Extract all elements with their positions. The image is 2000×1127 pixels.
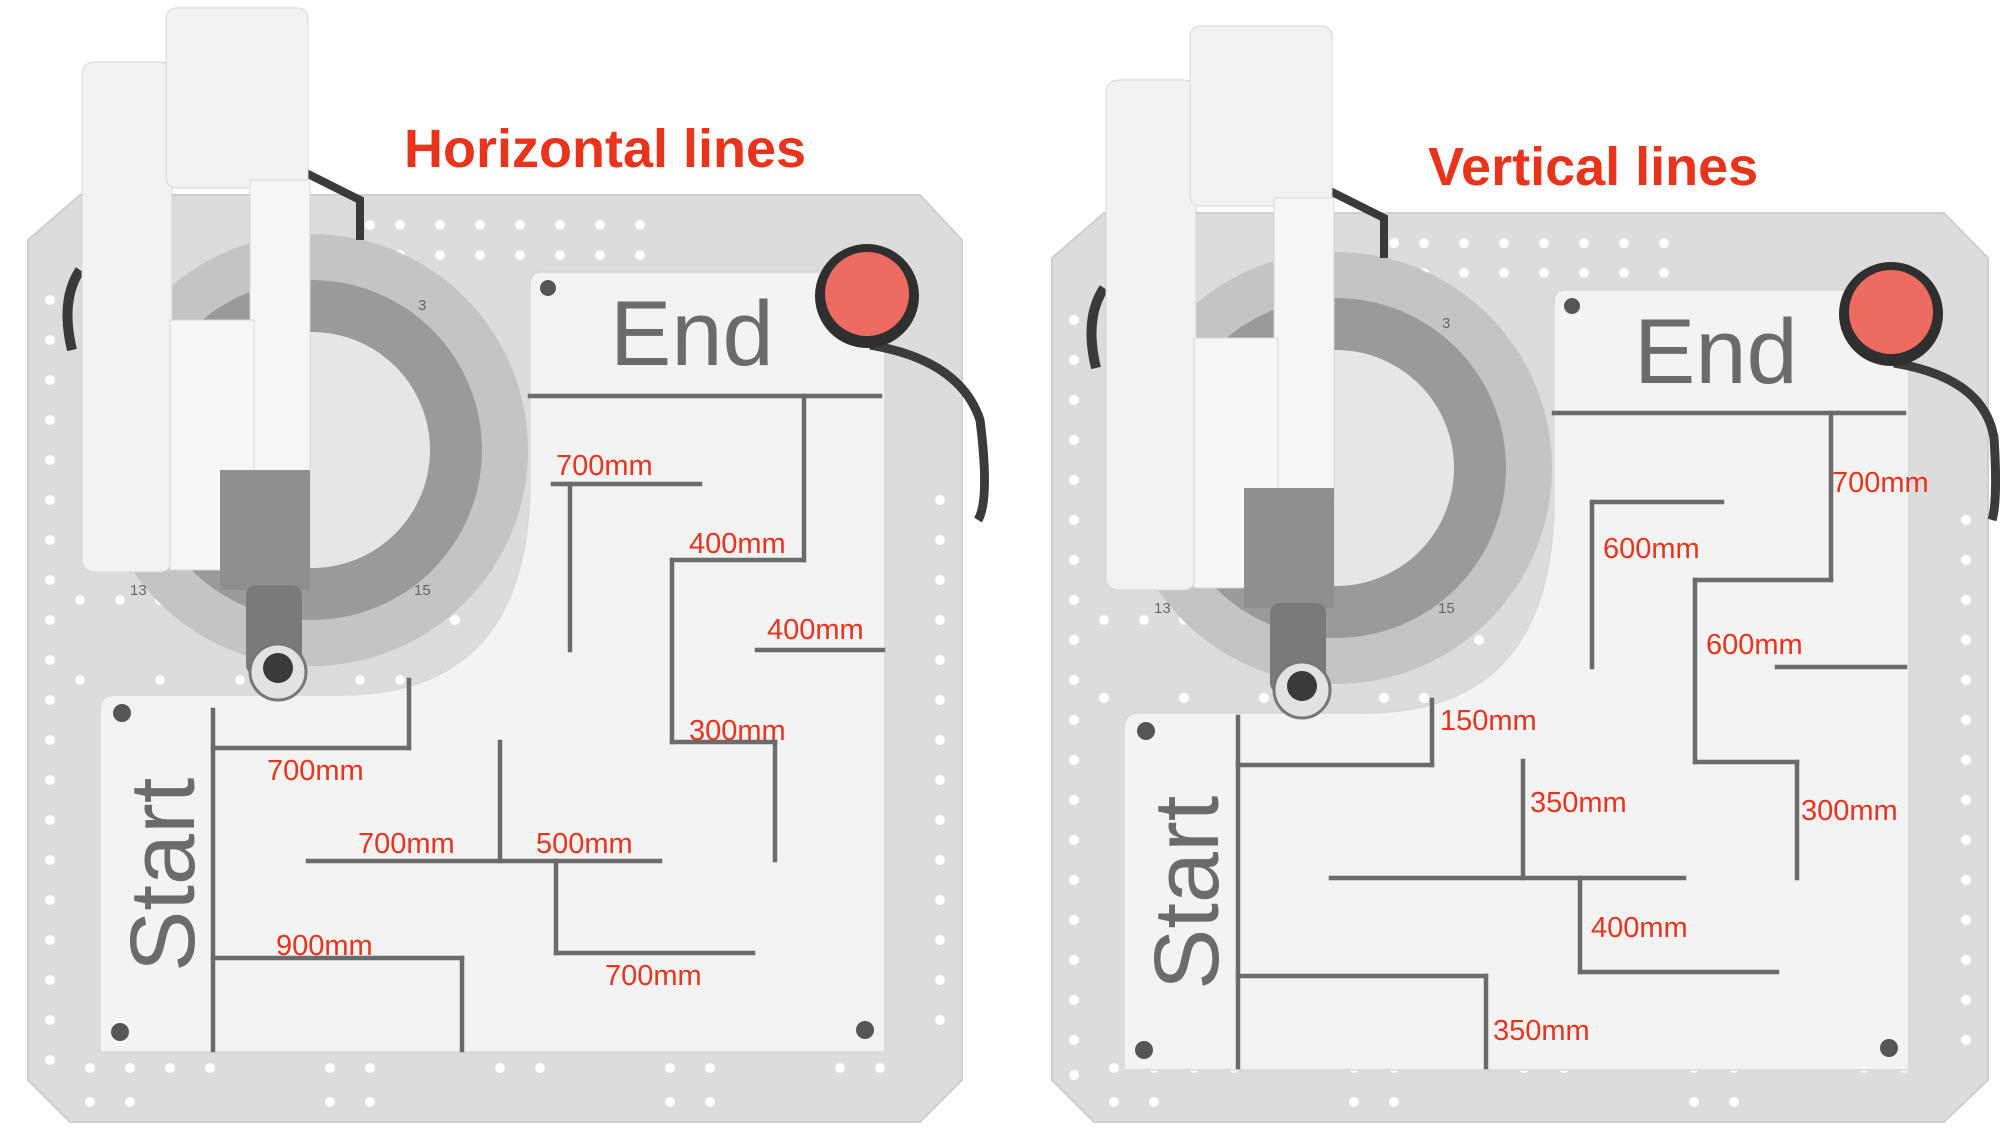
dimension-label: 400mm <box>767 614 864 646</box>
dimension-label: 600mm <box>1603 533 1700 565</box>
dimension-label: 700mm <box>358 828 455 860</box>
panel-title: Horizontal lines <box>404 119 806 179</box>
dimension-label: 400mm <box>1591 912 1688 944</box>
dimension-label: 400mm <box>689 528 786 560</box>
ring-number: 13 <box>1154 600 1171 617</box>
dimension-label: 300mm <box>689 715 786 747</box>
dimension-label: 350mm <box>1530 787 1627 819</box>
end-label: End <box>610 283 774 385</box>
dimension-label: 150mm <box>1440 705 1537 737</box>
dimension-label: 700mm <box>556 450 653 482</box>
dimension-label: 350mm <box>1493 1015 1590 1047</box>
dimension-label: 700mm <box>605 960 702 992</box>
emergency-stop <box>1839 262 2000 522</box>
dimension-label: 700mm <box>267 755 364 787</box>
panel-vertical: 3 13 15 End Start <box>1051 25 2000 1123</box>
ring-number: 13 <box>130 582 147 599</box>
panel-horizontal: 3 13 15 End Start <box>27 7 990 1123</box>
dimension-label: 700mm <box>1832 467 1929 499</box>
dimension-label: 500mm <box>536 828 633 860</box>
maze-lines <box>1235 410 1908 1070</box>
panel-title: Vertical lines <box>1428 137 1758 197</box>
ring-number: 3 <box>1442 315 1450 332</box>
ring-number: 15 <box>1438 600 1455 617</box>
dimension-label: 900mm <box>276 930 373 962</box>
start-label: Start <box>112 778 214 972</box>
robot-arm <box>1086 25 1388 720</box>
emergency-stop <box>815 244 990 523</box>
ring-number: 3 <box>418 297 426 314</box>
end-label: End <box>1634 301 1798 403</box>
maze-lines <box>210 393 886 1053</box>
start-label: Start <box>1136 796 1238 990</box>
dimension-label: 300mm <box>1801 795 1898 827</box>
robot-arm <box>62 7 364 702</box>
ring-number: 15 <box>414 582 431 599</box>
dimension-label: 600mm <box>1706 629 1803 661</box>
